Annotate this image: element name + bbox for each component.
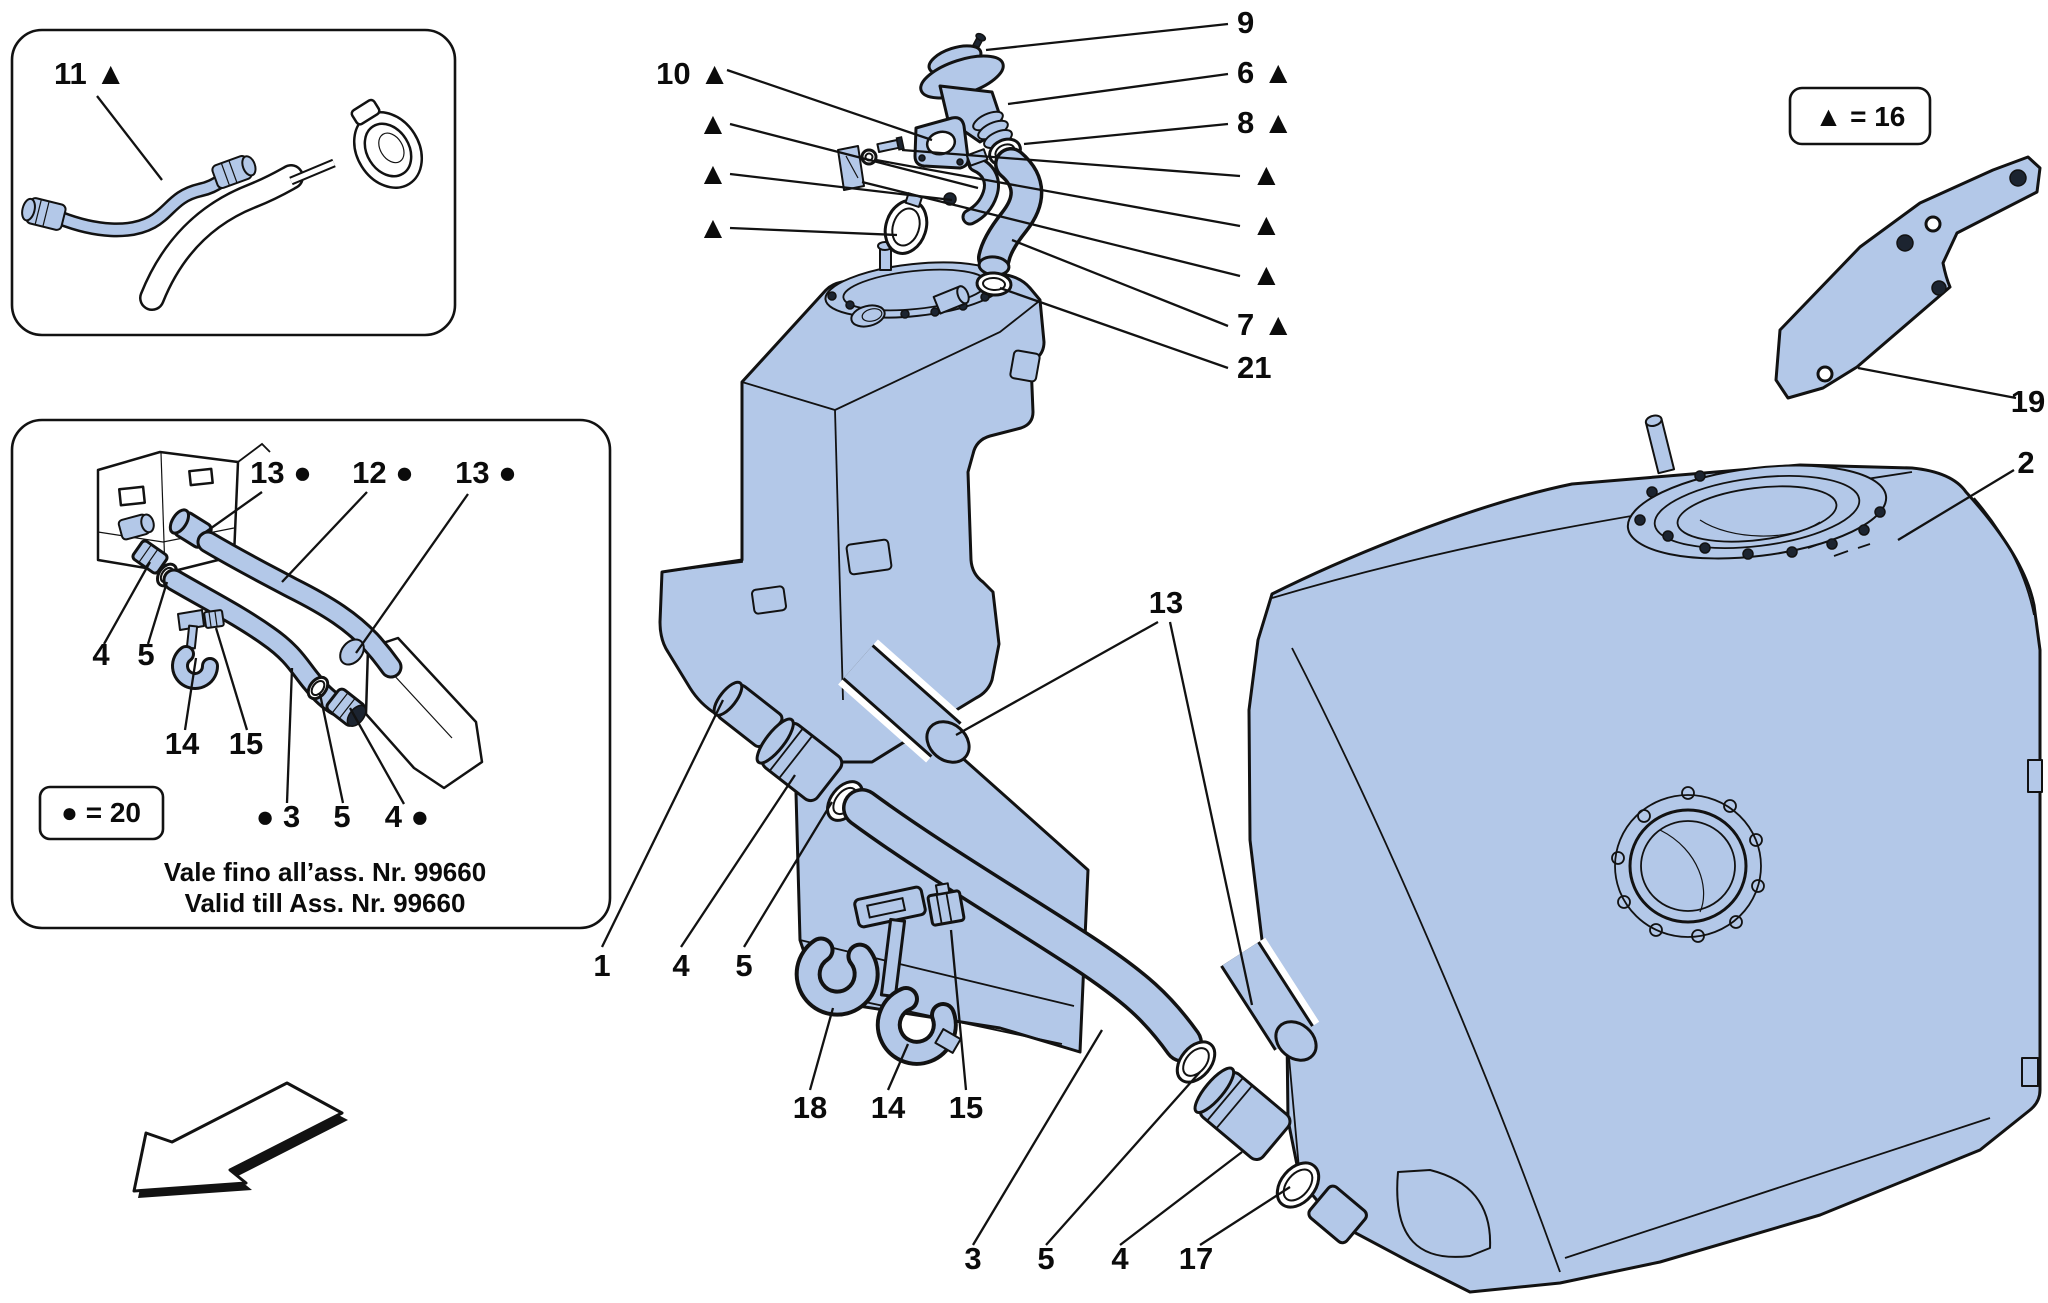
- hose-bracket-14: [171, 609, 219, 690]
- legend-triangle: ▲ = 16: [1788, 86, 1932, 146]
- callout-triangle: ▲: [698, 210, 729, 245]
- right-tank-pump-ring: [1626, 414, 1888, 560]
- right-tank-side-port: [1611, 786, 1765, 943]
- hose-clamp-21: [975, 271, 1013, 297]
- legend-dot-text: ● = 20: [61, 797, 141, 828]
- neck-bracket: [961, 148, 1000, 226]
- callout-4: 4: [672, 948, 690, 983]
- leader-lines: [600, 22, 2017, 1246]
- filler-head: [350, 98, 424, 189]
- hose-clip-15: [203, 609, 225, 629]
- callout-triangle: ▲: [1251, 207, 1282, 242]
- hose-clamp: [306, 675, 330, 701]
- caption-italian: Vale fino all’ass. Nr. 99660: [164, 857, 486, 887]
- right-fuel-tank: [1247, 414, 2043, 1294]
- callout-triangle: ▲: [698, 156, 729, 191]
- callout-21: 21: [1237, 350, 1271, 385]
- hose-clamp-5b: [1175, 1040, 1217, 1084]
- hose-connector-4b: [1193, 1066, 1292, 1161]
- hose-clamp-17: [1275, 1161, 1321, 1209]
- callout-4: 4: [1111, 1241, 1129, 1276]
- callout-18: 18: [793, 1090, 827, 1125]
- inset-filler-cable: 11 ▲: [10, 28, 457, 337]
- callout-7: 7 ▲: [1237, 307, 1294, 342]
- right-tank-body: [1247, 463, 2042, 1294]
- callout-5: 5: [137, 637, 154, 672]
- direction-arrow: [132, 1081, 348, 1198]
- vent-port: [117, 513, 155, 541]
- callout-15: 15: [949, 1090, 983, 1125]
- filler-gasket-10: [913, 116, 970, 170]
- legend-triangle-box: [1788, 86, 1932, 146]
- cable-connector-right: [211, 154, 257, 190]
- clip-15: [926, 882, 966, 927]
- hose-connector: [131, 539, 169, 575]
- callout-3: 3: [964, 1241, 981, 1276]
- callout-12-dot: 12 ●: [352, 455, 414, 490]
- screw: [876, 136, 905, 153]
- callout-triangle: ▲: [1251, 157, 1282, 192]
- callout-triangle: ▲: [1251, 257, 1282, 292]
- left-tank-ports: [850, 285, 970, 328]
- callout-4: 4: [92, 637, 110, 672]
- callout-13-dot: 13 ●: [250, 455, 312, 490]
- callout-14: 14: [165, 726, 200, 761]
- hose-coupling: [339, 638, 365, 666]
- callout-triangle: ▲: [698, 106, 729, 141]
- cable-connector-left: [21, 197, 67, 231]
- crossover-pipe-left: [838, 639, 971, 764]
- left-tank-body: [658, 267, 1046, 764]
- filler-neck-assembly: [837, 32, 1044, 297]
- callout-1: 1: [593, 948, 610, 983]
- callout-5: 5: [333, 799, 350, 834]
- callout-15: 15: [229, 726, 263, 761]
- hose-connector-4: [755, 717, 844, 803]
- callout-6: 6 ▲: [1237, 55, 1294, 90]
- caption-english: Valid till Ass. Nr. 99660: [185, 888, 466, 918]
- callout-11: 11 ▲: [54, 56, 126, 91]
- callout-2: 2: [2017, 445, 2034, 480]
- callout-4-dot: 4 ●: [385, 799, 430, 834]
- callout-13: 13: [1149, 585, 1183, 620]
- tank-foot-notch: [1396, 1169, 1492, 1258]
- callout-labels: 10 ▲ ▲ ▲ ▲ 9 6 ▲ 8 ▲ ▲ ▲ ▲ 7 ▲ 21 19 2 1…: [593, 5, 2045, 1276]
- callout-5: 5: [735, 948, 752, 983]
- crossover-pipe-right: [1214, 937, 1320, 1062]
- leader-11: [96, 95, 163, 181]
- inset-early-hoses: 13 ● 12 ● 13 ● 4 5 14 15 ● 3 5 4 ● ● = 2…: [10, 418, 612, 930]
- callout-9: 9: [1237, 5, 1254, 40]
- legend-dot-box: [38, 785, 165, 841]
- callout-5: 5: [1037, 1241, 1054, 1276]
- legend-triangle-text: ▲ = 16: [1815, 101, 1906, 132]
- bracket-plate-19: [1774, 155, 2042, 400]
- sleeve-clamp-18: [794, 936, 880, 1017]
- callout-8: 8 ▲: [1237, 105, 1294, 140]
- callout-14: 14: [871, 1090, 906, 1125]
- main-hose-run: [712, 680, 1368, 1245]
- callout-13-dot: 13 ●: [455, 455, 517, 490]
- tank-inlet-stub: [1307, 1184, 1368, 1245]
- callout-dot-3: ● 3: [256, 799, 301, 834]
- callout-17: 17: [1179, 1241, 1213, 1276]
- callout-10: 10 ▲: [656, 56, 730, 91]
- callout-19: 19: [2011, 384, 2045, 419]
